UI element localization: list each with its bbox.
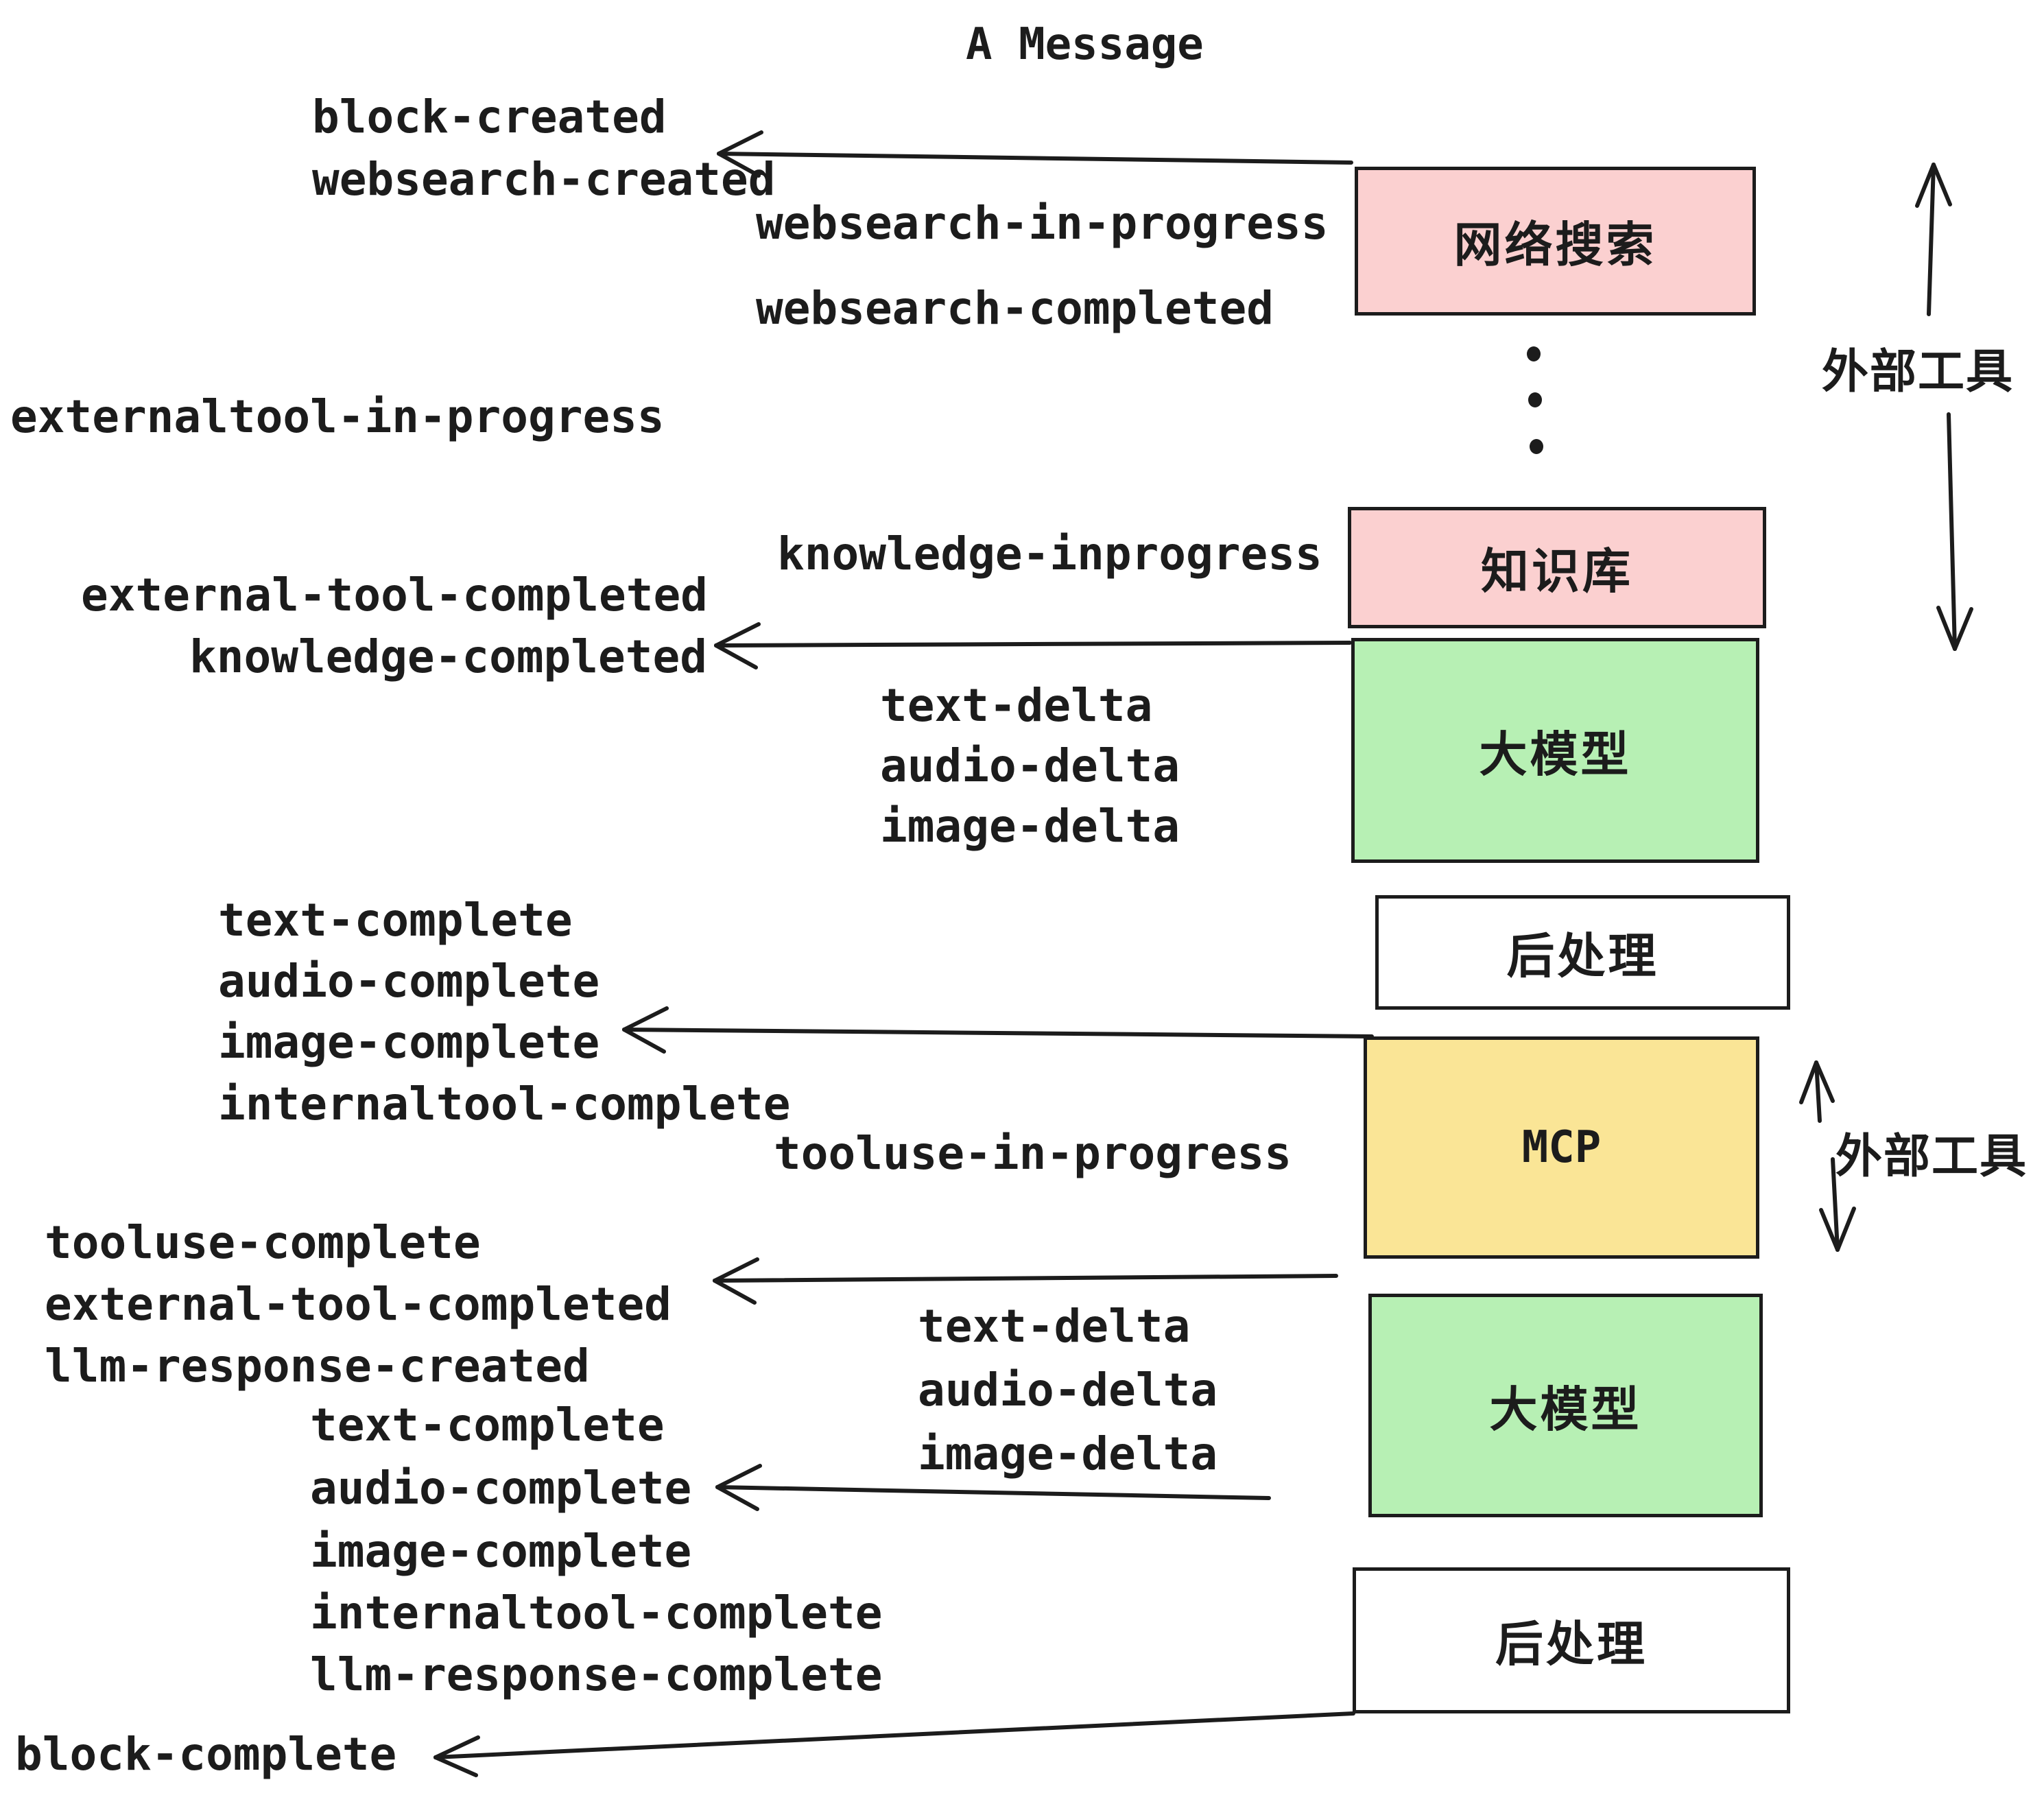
event-tooluse-complete: tooluse-complete bbox=[45, 1216, 481, 1269]
ellipsis-dot bbox=[1530, 439, 1543, 454]
event-audio-delta-2: audio-delta bbox=[918, 1364, 1218, 1416]
knowledge-box: 知识库 bbox=[1348, 507, 1766, 628]
llm-box-1-label: 大模型 bbox=[1479, 727, 1632, 781]
llm-box-1: 大模型 bbox=[1351, 638, 1759, 863]
external-tools-down-arrow-1 bbox=[1936, 412, 1973, 651]
arrow-llm1-to-knowledge-completed bbox=[714, 622, 1352, 669]
event-block-created: block-created bbox=[312, 91, 667, 143]
llm-box-2: 大模型 bbox=[1368, 1294, 1763, 1517]
postprocess-box-2: 后处理 bbox=[1353, 1567, 1790, 1713]
arrow-postprocess2-to-block-complete bbox=[433, 1711, 1355, 1777]
external-tools-label-2: 外部工具 bbox=[1835, 1130, 2028, 1183]
event-websearch-in-progress: websearch-in-progress bbox=[756, 197, 1329, 250]
postprocess-box-1: 后处理 bbox=[1375, 895, 1790, 1010]
event-internaltool-complete: internaltool-complete bbox=[218, 1078, 791, 1130]
event-websearch-created: websearch-created bbox=[312, 153, 776, 206]
event-image-delta: image-delta bbox=[880, 800, 1180, 853]
postprocess-box-1-label: 后处理 bbox=[1506, 929, 1659, 983]
event-internaltool-complete-2: internaltool-complete bbox=[310, 1587, 883, 1639]
event-llm-response-created: llm-response-created bbox=[45, 1340, 590, 1392]
arrow-websearch-to-block-created bbox=[717, 130, 1353, 178]
external-tools-label-1: 外部工具 bbox=[1822, 346, 2015, 398]
postprocess-box-2-label: 后处理 bbox=[1495, 1617, 1648, 1671]
event-knowledge-inprogress: knowledge-inprogress bbox=[777, 527, 1322, 580]
diagram-title: A Message bbox=[966, 19, 1204, 70]
event-text-complete-2: text-complete bbox=[310, 1399, 665, 1451]
event-knowledge-completed: knowledge-completed bbox=[189, 630, 707, 683]
mcp-box: MCP bbox=[1364, 1036, 1759, 1259]
event-image-complete: image-complete bbox=[218, 1016, 600, 1069]
event-image-complete-2: image-complete bbox=[310, 1525, 692, 1578]
event-audio-delta: audio-delta bbox=[880, 739, 1180, 792]
event-audio-complete-2: audio-complete bbox=[310, 1462, 692, 1515]
mcp-box-label: MCP bbox=[1521, 1122, 1602, 1173]
event-image-delta-2: image-delta bbox=[918, 1427, 1218, 1480]
websearch-box-label: 网络搜索 bbox=[1453, 218, 1657, 272]
event-external-tool-completed-2: external-tool-completed bbox=[45, 1278, 672, 1331]
event-websearch-completed: websearch-completed bbox=[756, 282, 1274, 335]
event-text-delta-2: text-delta bbox=[918, 1300, 1191, 1353]
event-externaltool-in-progress: externaltool-in-progress bbox=[10, 390, 665, 443]
external-tools-up-arrow-2 bbox=[1799, 1060, 1835, 1123]
arrow-mcp-to-external-tool-completed bbox=[713, 1257, 1338, 1305]
arrow-mcp-to-image-complete bbox=[622, 1006, 1374, 1054]
websearch-box: 网络搜索 bbox=[1355, 167, 1756, 316]
event-external-tool-completed: external-tool-completed bbox=[81, 569, 708, 621]
event-block-complete: block-complete bbox=[15, 1728, 397, 1781]
external-tools-up-arrow-1 bbox=[1915, 163, 1952, 316]
event-audio-complete: audio-complete bbox=[218, 955, 600, 1008]
event-text-complete: text-complete bbox=[218, 894, 573, 947]
ellipsis-dot bbox=[1528, 392, 1542, 407]
knowledge-box-label: 知识库 bbox=[1481, 545, 1633, 598]
event-text-delta: text-delta bbox=[880, 679, 1153, 732]
ellipsis-dot bbox=[1527, 346, 1541, 361]
event-llm-response-complete: llm-response-complete bbox=[310, 1648, 883, 1701]
llm-box-2-label: 大模型 bbox=[1489, 1382, 1642, 1436]
event-tooluse-in-progress: tooluse-in-progress bbox=[774, 1127, 1292, 1180]
